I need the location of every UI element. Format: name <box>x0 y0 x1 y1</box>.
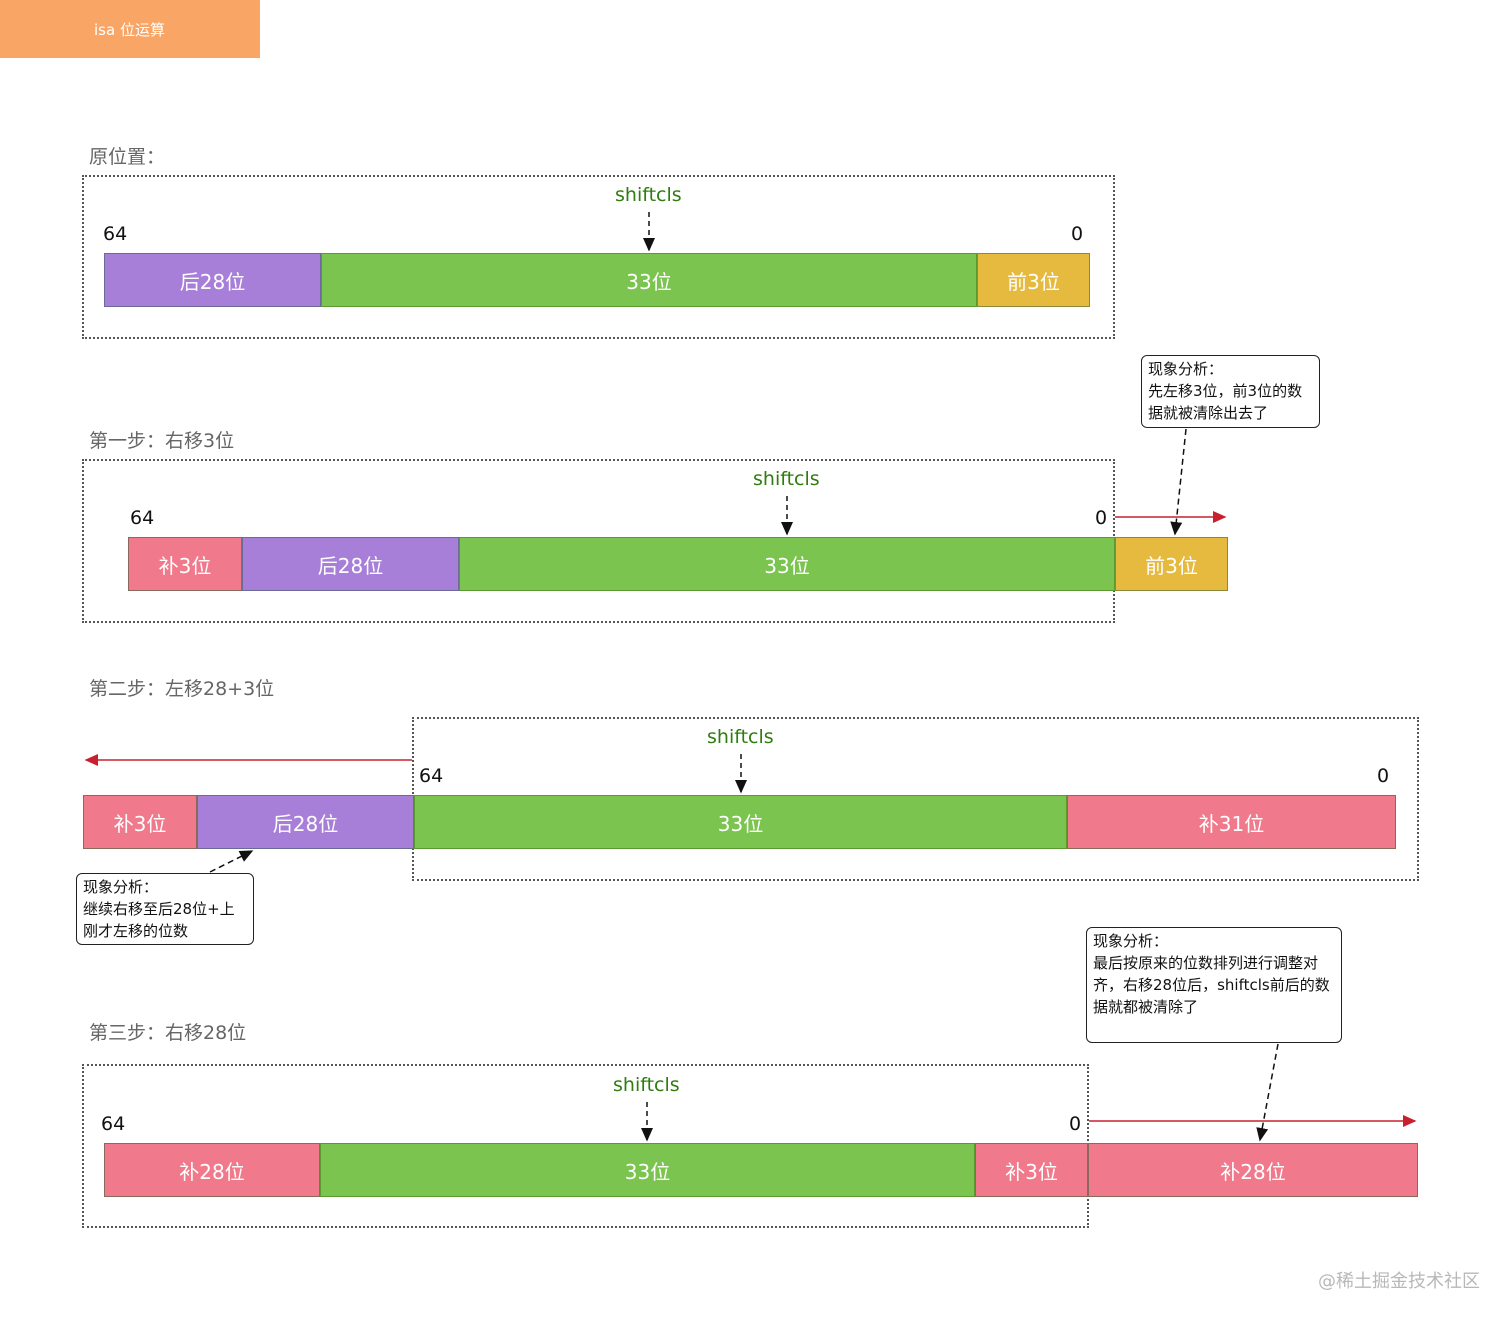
step3-segment-mid-33: 33位 <box>320 1143 975 1197</box>
step1-shiftcls-label: shiftcls <box>753 468 820 490</box>
step3-shiftcls-label: shiftcls <box>613 1074 680 1096</box>
step3-note-pointer <box>1256 1043 1279 1142</box>
step3-note: 现象分析： 最后按原来的位数排列进行调整对 齐，右移28位后，shiftcls前… <box>1086 927 1342 1043</box>
original-title: 原位置： <box>89 146 166 168</box>
step1-note-line: 现象分析： <box>1148 360 1224 378</box>
original-segment-high-28: 后28位 <box>104 253 321 307</box>
step2-note-pointer <box>209 850 254 873</box>
original-shiftcls-label: shiftcls <box>615 184 682 206</box>
step2-segment-pad-31: 补31位 <box>1067 795 1396 849</box>
step1-title: 第一步：右移3位 <box>89 430 235 452</box>
step3-bit-high: 64 <box>101 1113 126 1135</box>
step1-note-line: 据就被清除出去了 <box>1148 404 1269 422</box>
step3-note-line: 齐，右移28位后，shiftcls前后的数 <box>1093 976 1330 994</box>
step3-note-line: 现象分析： <box>1093 932 1169 950</box>
step1-segment-pad-3: 补3位 <box>128 537 242 591</box>
original-segment-mid-33: 33位 <box>321 253 977 307</box>
step2-note-line: 继续右移至后28位+上 <box>83 900 235 918</box>
step1-segment-high-28: 后28位 <box>242 537 459 591</box>
step1-segment-mid-33: 33位 <box>459 537 1115 591</box>
step2-bit-low: 0 <box>1377 765 1390 787</box>
step2-title: 第二步：左移28+3位 <box>89 678 275 700</box>
step1-note-line: 先左移3位，前3位的数 <box>1148 382 1303 400</box>
step1-bit-high: 64 <box>130 507 155 529</box>
step3-title: 第三步：右移28位 <box>89 1022 247 1044</box>
step2-segment-pad-3: 补3位 <box>83 795 197 849</box>
step3-segment-pad-3: 补3位 <box>975 1143 1088 1197</box>
header-tab: isa 位运算 <box>0 0 260 58</box>
step3-bit-low: 0 <box>1069 1113 1082 1135</box>
step3-segment-pad-28-high: 补28位 <box>104 1143 320 1197</box>
header-tab-title: isa 位运算 <box>94 20 165 39</box>
step1-note-pointer <box>1170 428 1187 536</box>
step2-segment-high-28: 后28位 <box>197 795 414 849</box>
step3-note-line: 最后按原来的位数排列进行调整对 <box>1093 954 1319 972</box>
step1-segment-low-3: 前3位 <box>1115 537 1228 591</box>
step3-segment-pad-28-low: 补28位 <box>1088 1143 1418 1197</box>
original-bit-low: 0 <box>1071 223 1084 245</box>
original-bit-high: 64 <box>103 223 128 245</box>
step1-note: 现象分析： 先左移3位，前3位的数 据就被清除出去了 <box>1141 355 1320 428</box>
original-frame <box>82 175 1115 339</box>
step2-shiftcls-label: shiftcls <box>707 726 774 748</box>
watermark: @稀土掘金技术社区 <box>1318 1271 1480 1292</box>
step2-bit-high: 64 <box>419 765 444 787</box>
step1-bit-low: 0 <box>1095 507 1108 529</box>
step2-segment-mid-33: 33位 <box>414 795 1067 849</box>
step2-note: 现象分析： 继续右移至后28位+上 刚才左移的位数 <box>76 873 254 945</box>
step2-note-line: 刚才左移的位数 <box>83 922 189 940</box>
step2-note-line: 现象分析： <box>83 878 159 896</box>
original-segment-low-3: 前3位 <box>977 253 1090 307</box>
step3-note-line: 据就都被清除了 <box>1093 998 1199 1016</box>
